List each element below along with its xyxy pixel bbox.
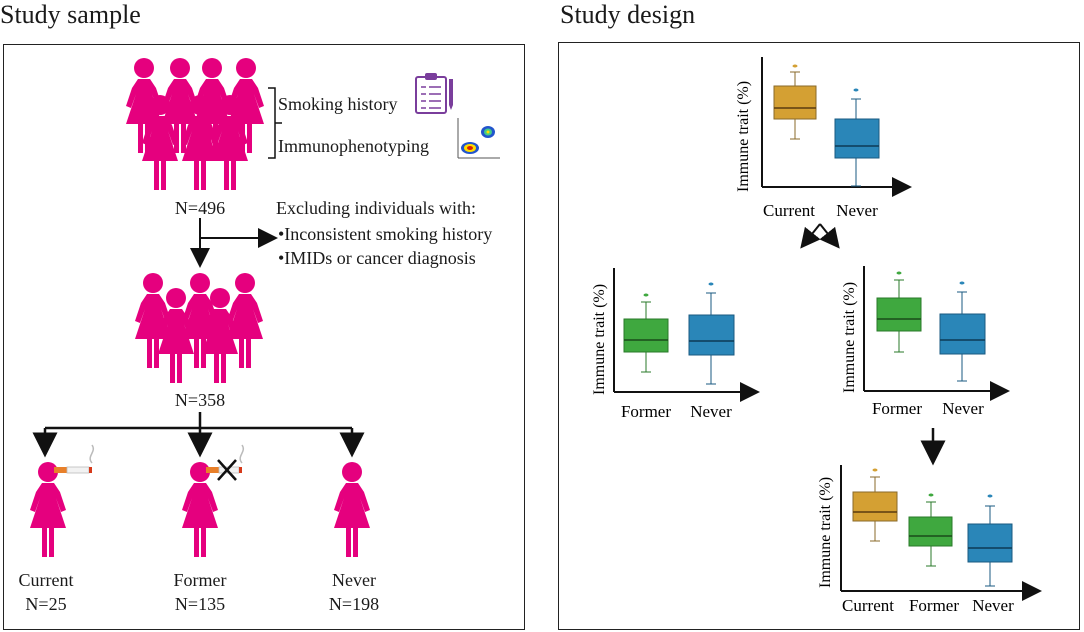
y-label-plot-4: Immune trait (%) [817, 477, 834, 588]
box-current [773, 64, 817, 140]
boxplot-former-vs-never-right [863, 266, 1010, 401]
plot2-cat-former: Former [621, 402, 671, 421]
n-final: N=358 [174, 390, 226, 410]
y-label-plot-3: Immune trait (%) [841, 282, 858, 393]
plot4-cat-current: Current [842, 596, 894, 615]
crossed-cigarette-icon [206, 444, 245, 481]
study-design-title: Study design [560, 0, 696, 29]
group-never-n: N=198 [328, 594, 380, 614]
group-current-n: N=25 [25, 594, 67, 614]
box-never [967, 494, 1013, 587]
study-sample-title: Study sample [0, 0, 141, 29]
plot4-cat-never: Never [972, 596, 1014, 615]
boxplot-current-vs-never [761, 57, 912, 197]
immunophenotyping-label: Immunophenotyping [278, 136, 429, 156]
boxplot-former-vs-never-left [613, 268, 760, 402]
plot1-cat-current: Current [763, 201, 815, 220]
exclusion-item-2: •IMIDs or cancer diagnosis [278, 248, 476, 268]
box-never [688, 282, 735, 385]
clipboard-icon [415, 73, 453, 114]
box-former [876, 271, 922, 353]
plot2-cat-never: Never [690, 402, 732, 421]
exclusion-header: Excluding individuals with: [276, 198, 476, 218]
bracket [268, 87, 282, 159]
study-sample-panel [3, 44, 525, 630]
plot1-cat-never: Never [836, 201, 878, 220]
group-former-label: Former [173, 570, 227, 590]
exclusion-item-1: •Inconsistent smoking history [278, 224, 493, 244]
plot3-cat-former: Former [872, 399, 922, 418]
box-current [852, 468, 898, 542]
box-former [908, 493, 953, 567]
cigarette-icon [54, 444, 95, 474]
box-former [623, 293, 669, 373]
group-former-n: N=135 [174, 594, 226, 614]
box-never [834, 88, 880, 187]
boxplot-three-groups [840, 465, 1042, 601]
box-never [939, 281, 986, 382]
plot4-cat-former: Former [909, 596, 959, 615]
y-label-plot-2: Immune trait (%) [591, 284, 608, 395]
group-current-label: Current [18, 570, 74, 590]
flow-cytometry-icon [457, 118, 500, 159]
plot3-cat-never: Never [942, 399, 984, 418]
smoking-history-label: Smoking history [278, 94, 398, 114]
study-design-panel [558, 42, 1080, 630]
n-total: N=496 [174, 198, 226, 218]
group-never-label: Never [332, 570, 376, 590]
y-label-plot-1: Immune trait (%) [735, 81, 752, 192]
fork-arrows [800, 223, 840, 249]
split-arrows [32, 412, 365, 458]
